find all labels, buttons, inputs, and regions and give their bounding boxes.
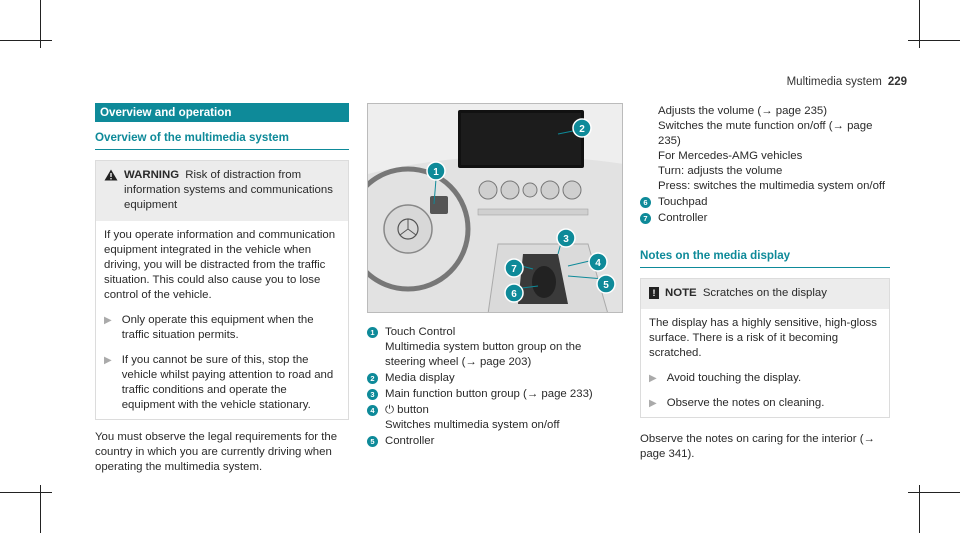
svg-text:3: 3 — [563, 234, 569, 245]
figure-marker-7: 7 — [504, 258, 524, 278]
svg-text:5: 5 — [603, 280, 609, 291]
list-item: ▶ If you cannot be sure of this, stop th… — [104, 353, 340, 413]
crop-mark — [0, 492, 52, 493]
crop-mark — [919, 485, 920, 533]
figure-marker-1: 1 — [426, 161, 446, 181]
continued-text: Adjusts the volume (→ page 235) Switches… — [658, 105, 886, 193]
warning-triangle-icon — [104, 169, 118, 181]
section-title: Overview and operation — [95, 103, 349, 123]
header-title: Multimedia system — [786, 76, 882, 88]
list-item: ▶ Only operate this equipment when the t… — [104, 313, 340, 343]
left-column: Overview and operation Overview of the m… — [95, 103, 349, 475]
svg-text:1: 1 — [433, 167, 439, 178]
body-paragraph: Observe the notes on caring for the inte… — [640, 432, 875, 460]
cockpit-figure: 1 2 3 4 5 6 7 — [367, 103, 623, 313]
arrow-right-icon: ▶ — [104, 314, 112, 326]
note-label: NOTE — [665, 286, 697, 299]
right-column: Adjusts the volume (→ page 235) Switches… — [640, 104, 890, 462]
list-item: ▶ Avoid touching the display. — [649, 371, 881, 386]
arrow-right-icon: ▶ — [104, 355, 112, 367]
list-item: 6 Touchpad — [640, 195, 890, 210]
figure-marker-3: 3 — [556, 228, 576, 248]
crop-mark — [919, 0, 920, 48]
svg-text:4: 4 — [595, 258, 601, 269]
body-paragraph: You must observe the legal requirements … — [95, 431, 338, 474]
crop-mark — [40, 0, 41, 48]
note-box: ! NOTE Scratches on the display The disp… — [640, 277, 890, 418]
warning-box: WARNING Risk of distraction from informa… — [95, 159, 349, 421]
figure-marker-6: 6 — [504, 283, 524, 303]
crop-mark — [908, 40, 960, 41]
note-body: The display has a highly sensitive, high… — [649, 316, 877, 359]
warning-label: WARNING — [124, 168, 180, 181]
power-button-label: ⏻ button — [385, 404, 429, 417]
list-item: 2 Media display — [367, 371, 623, 386]
list-item: 7 Controller — [640, 211, 890, 226]
svg-text:7: 7 — [511, 264, 517, 275]
subheading: Overview of the multimedia system — [95, 130, 349, 150]
warning-text: Risk of distraction from information sys… — [124, 168, 333, 211]
subheading: Notes on the media display — [640, 248, 890, 268]
crop-mark — [908, 492, 960, 493]
list-item: 5 Controller — [367, 434, 623, 449]
svg-text:2: 2 — [579, 124, 585, 135]
figure-marker-2: 2 — [572, 118, 592, 138]
figure-marker-4: 4 — [588, 252, 608, 272]
crop-mark — [40, 485, 41, 533]
note-text: Scratches on the display — [702, 286, 827, 299]
cockpit-illustration: 1 2 3 4 5 6 7 — [368, 104, 622, 312]
figure-marker-5: 5 — [596, 274, 616, 294]
page-number: 229 — [887, 76, 907, 88]
svg-text:6: 6 — [511, 289, 517, 300]
arrow-right-icon: ▶ — [649, 372, 657, 384]
arrow-right-icon: ▶ — [649, 397, 657, 409]
crop-mark — [0, 40, 52, 41]
page-header: Multimedia system 229 — [787, 75, 907, 90]
list-item: ▶ Observe the notes on cleaning. — [649, 396, 881, 411]
exclamation-icon: ! — [649, 286, 659, 299]
list-item: 3 Main function button group (→ page 233… — [367, 387, 623, 402]
warning-body: If you operate information and communica… — [104, 228, 336, 301]
